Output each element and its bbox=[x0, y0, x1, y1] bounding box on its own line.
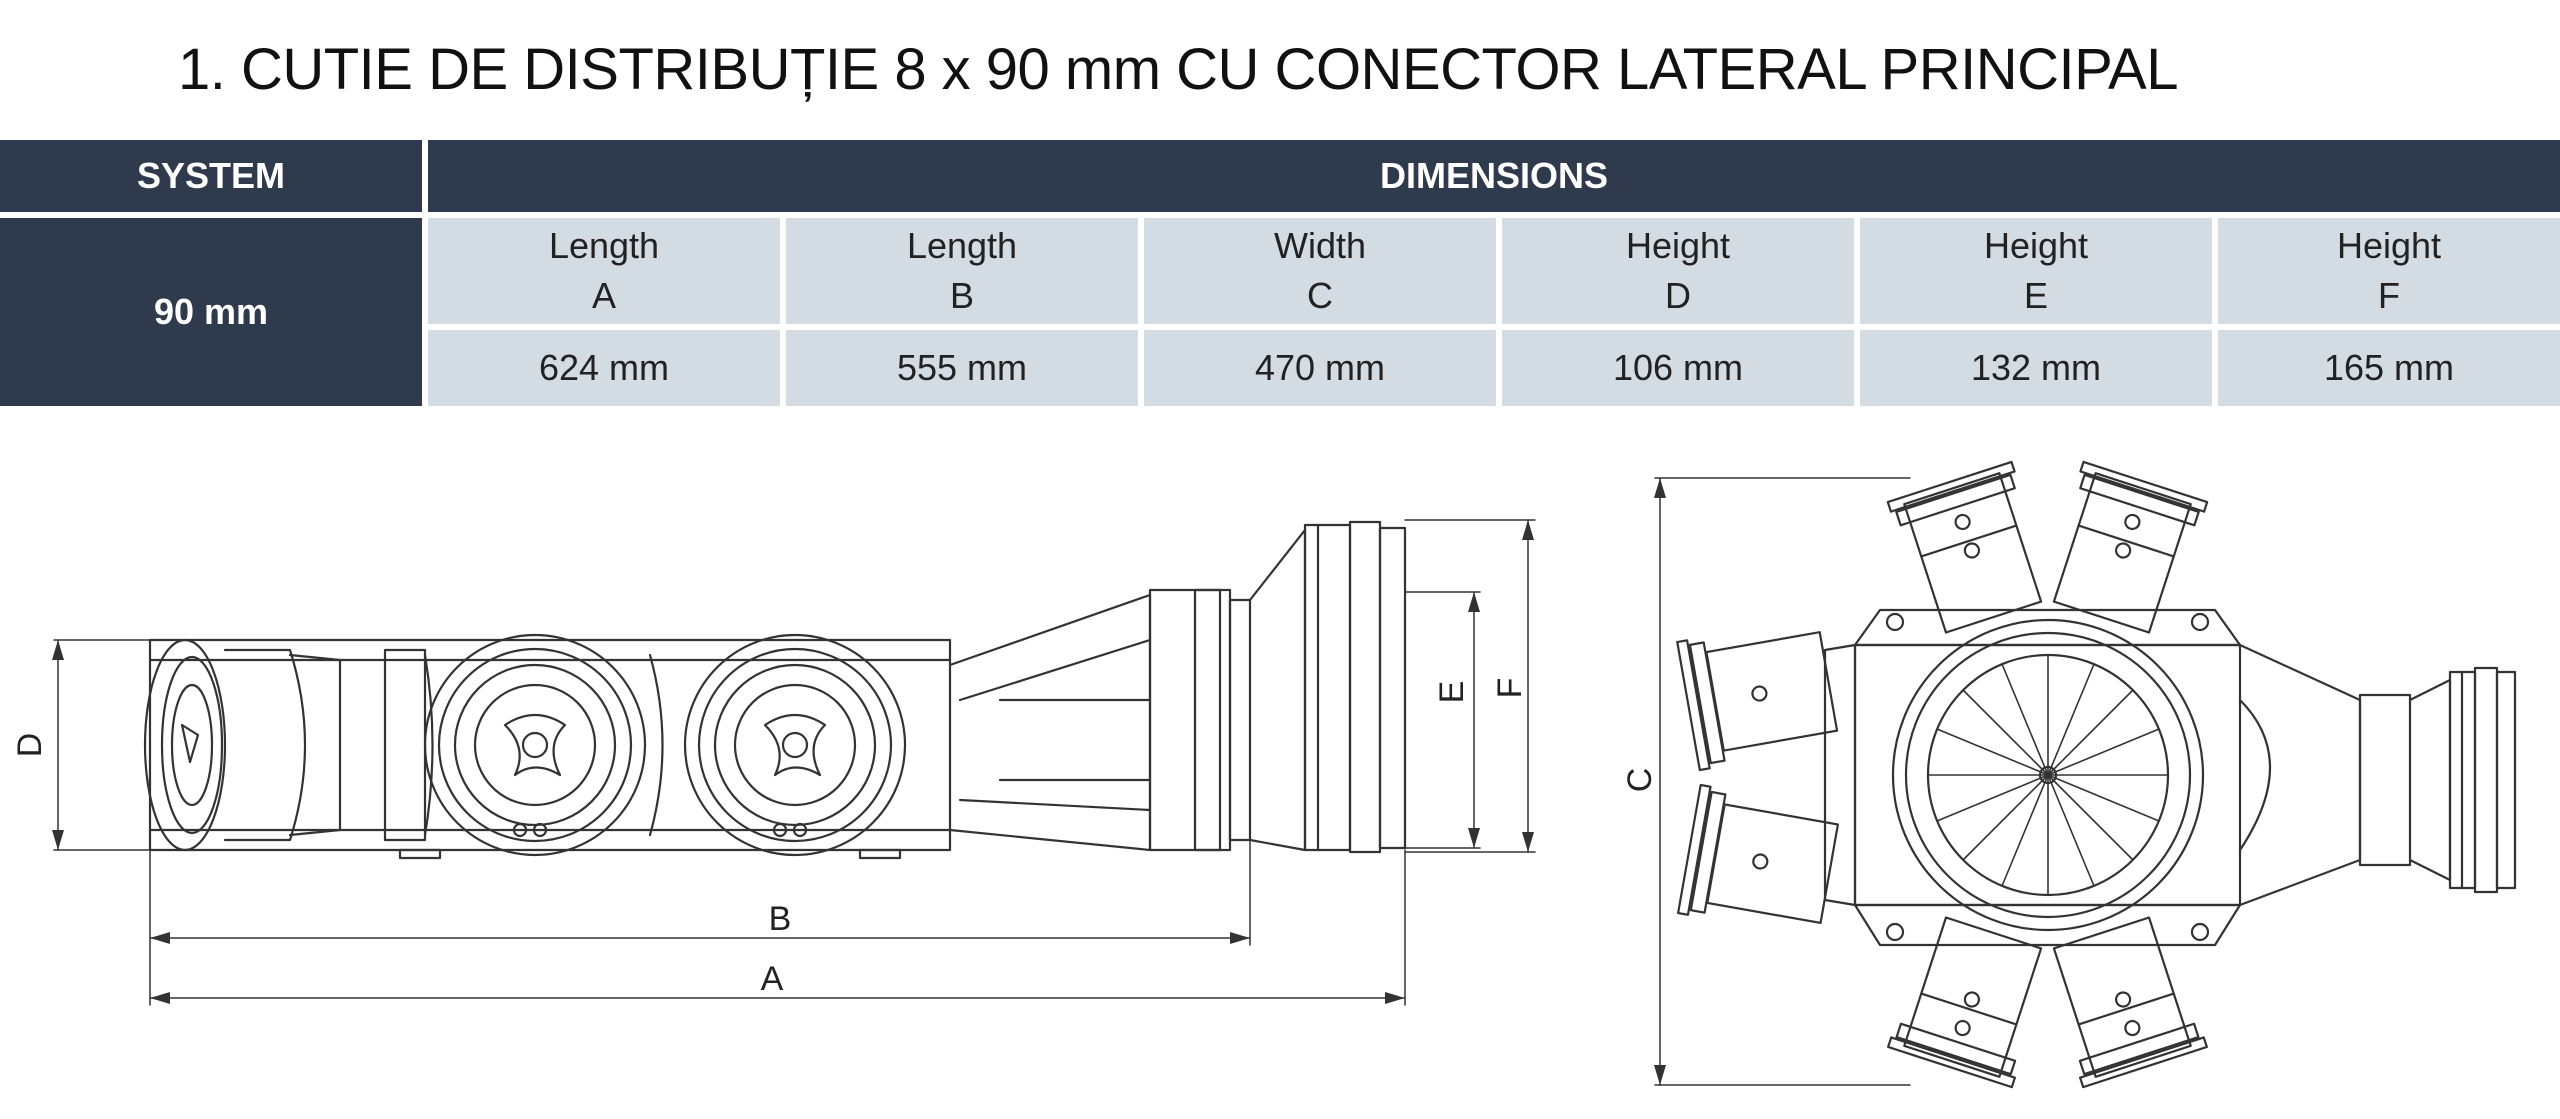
dimension-label-d: D bbox=[11, 733, 49, 758]
system-header: SYSTEM bbox=[0, 140, 422, 212]
col-label-b: Length bbox=[906, 225, 1018, 266]
col-header-d: Height D bbox=[1502, 218, 1854, 324]
system-value: 90 mm bbox=[0, 218, 422, 406]
col-label-f: Height bbox=[2336, 225, 2442, 266]
col-letter-c: C bbox=[1307, 275, 1333, 316]
col-letter-f: F bbox=[2378, 275, 2400, 316]
value-d: 106 mm bbox=[1502, 330, 1854, 406]
col-letter-a: A bbox=[591, 275, 616, 316]
dimension-label-c: C bbox=[1621, 768, 1659, 793]
top-view bbox=[1654, 460, 2517, 1089]
value-b: 555 mm bbox=[786, 330, 1138, 406]
col-header-a: Length A bbox=[428, 218, 780, 324]
col-letter-e: E bbox=[2023, 275, 2048, 316]
col-label-e: Height bbox=[1983, 225, 2089, 266]
value-a: 624 mm bbox=[428, 330, 780, 406]
col-header-e: Height E bbox=[1860, 218, 2212, 324]
col-header-b: Length B bbox=[786, 218, 1138, 324]
col-header-f: Height F bbox=[2218, 218, 2560, 324]
col-label-d: Height bbox=[1625, 225, 1731, 266]
col-letter-b: B bbox=[949, 275, 974, 316]
value-f: 165 mm bbox=[2218, 330, 2560, 406]
dimensions-header: DIMENSIONS bbox=[428, 140, 2560, 212]
dimension-label-b: B bbox=[769, 900, 792, 938]
col-letter-d: D bbox=[1665, 275, 1691, 316]
dimension-label-e: E bbox=[1433, 681, 1471, 704]
page-title: 1. CUTIE DE DISTRIBUȚIE 8 x 90 mm CU CON… bbox=[178, 37, 2178, 102]
col-label-a: Length bbox=[548, 225, 660, 266]
col-header-c: Width C bbox=[1144, 218, 1496, 324]
side-view bbox=[52, 519, 1536, 1006]
value-c: 470 mm bbox=[1144, 330, 1496, 406]
value-e: 132 mm bbox=[1860, 330, 2212, 406]
dimension-label-f: F bbox=[1491, 678, 1529, 699]
col-label-c: Width bbox=[1273, 225, 1367, 266]
dimension-label-a: A bbox=[761, 960, 784, 998]
dimensions-table: SYSTEM DIMENSIONS 90 mm Length A Length … bbox=[0, 140, 2560, 406]
